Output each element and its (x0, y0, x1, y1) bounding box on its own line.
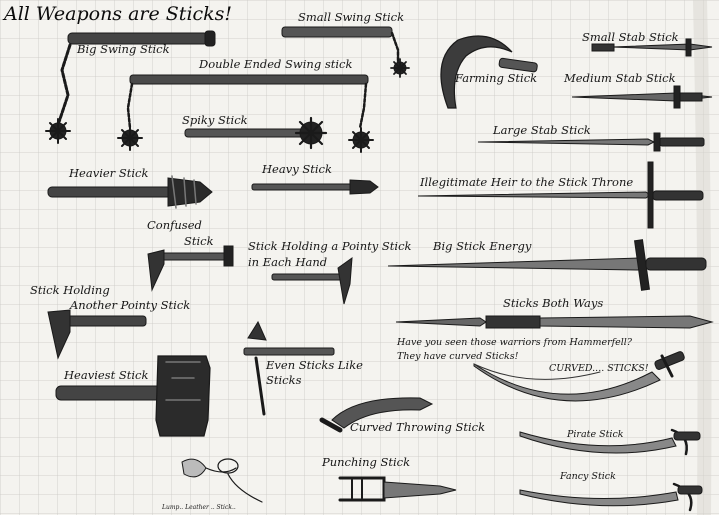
label-punching-stick: Punching Stick (322, 455, 411, 469)
label-small-swing-stick: Small Swing Stick (298, 10, 405, 24)
label-large-stab-stick: Large Stab Stick (493, 123, 591, 137)
label-curved-sticks: CURVED.... STICKS! (549, 363, 649, 374)
label-holding-line2: Another Pointy Stick (70, 298, 191, 312)
label-confused-line1: Confused (147, 218, 202, 232)
large-stab-stick-drawing (477, 132, 705, 152)
label-spiky-stick: Spiky Stick (182, 113, 248, 127)
heaviest-stick-drawing (55, 355, 211, 437)
hammerfell-curved-sword-drawing (473, 351, 685, 402)
label-small-stab-stick: Small Stab Stick (582, 30, 679, 44)
label-curved-throwing-stick: Curved Throwing Stick (350, 420, 486, 434)
double-ended-swing-stick-drawing (117, 74, 374, 153)
label-pirate-stick: Pirate Stick (567, 429, 624, 440)
holding-another-pointy-drawing (47, 309, 147, 360)
label-pointy-each-hand-line2: in Each Hand (248, 255, 328, 269)
label-big-stick-energy: Big Stick Energy (433, 239, 532, 253)
label-sticks-both-ways: Sticks Both Ways (503, 296, 604, 310)
label-heaviest-stick: Heaviest Stick (64, 368, 149, 382)
label-medium-stab-stick: Medium Stab Stick (564, 71, 676, 85)
spiky-stick-drawing (184, 116, 328, 150)
even-sticks-drawing (243, 320, 335, 416)
pointy-each-hand-drawing (271, 256, 353, 305)
label-holding-line1: Stick Holding (30, 283, 110, 297)
sticks-both-ways-drawing (395, 315, 714, 329)
label-confused-line2: Stick (184, 234, 214, 248)
label-farming-stick: Farming Stick (455, 71, 538, 85)
label-heavier-stick: Heavier Stick (69, 166, 149, 180)
small-swing-stick-drawing (281, 26, 410, 78)
label-hammerfell-line2: They have curved Sticks! (397, 351, 519, 362)
label-hammerfell-line1: Have you seen those warriors from Hammer… (397, 337, 632, 348)
sling-drawing (181, 458, 263, 503)
confused-stick-drawing (147, 245, 234, 292)
curved-throwing-stick-drawing (319, 397, 434, 433)
small-stab-stick-drawing (591, 38, 713, 57)
label-even-sticks-line2: Sticks (266, 373, 302, 387)
fancy-stick-drawing (519, 482, 703, 512)
label-illegitimate-heir: Illegitimate Heir to the Stick Throne (420, 175, 634, 189)
label-fancy-stick: Fancy Stick (560, 471, 616, 482)
label-sling: Lump.. Leather .. Stick.. (162, 504, 236, 511)
big-swing-stick-drawing (45, 30, 216, 144)
label-pointy-each-hand-line1: Stick Holding a Pointy Stick (248, 239, 412, 253)
punching-stick-drawing (338, 476, 457, 502)
heavier-stick-drawing (47, 175, 213, 209)
heavy-stick-drawing (251, 179, 379, 195)
page-title: All Weapons are Sticks! (4, 3, 233, 25)
illegitimate-heir-drawing (417, 161, 704, 229)
pirate-stick-drawing (519, 428, 701, 456)
label-heavy-stick: Heavy Stick (262, 162, 332, 176)
label-even-sticks-line1: Even Sticks Like (266, 358, 363, 372)
big-stick-energy-drawing (387, 239, 707, 291)
label-big-swing-stick: Big Swing Stick (77, 42, 170, 56)
label-double-ended-swing-stick: Double Ended Swing stick (199, 57, 353, 71)
medium-stab-stick-drawing (571, 85, 713, 109)
farming-stick-drawing (440, 35, 538, 109)
